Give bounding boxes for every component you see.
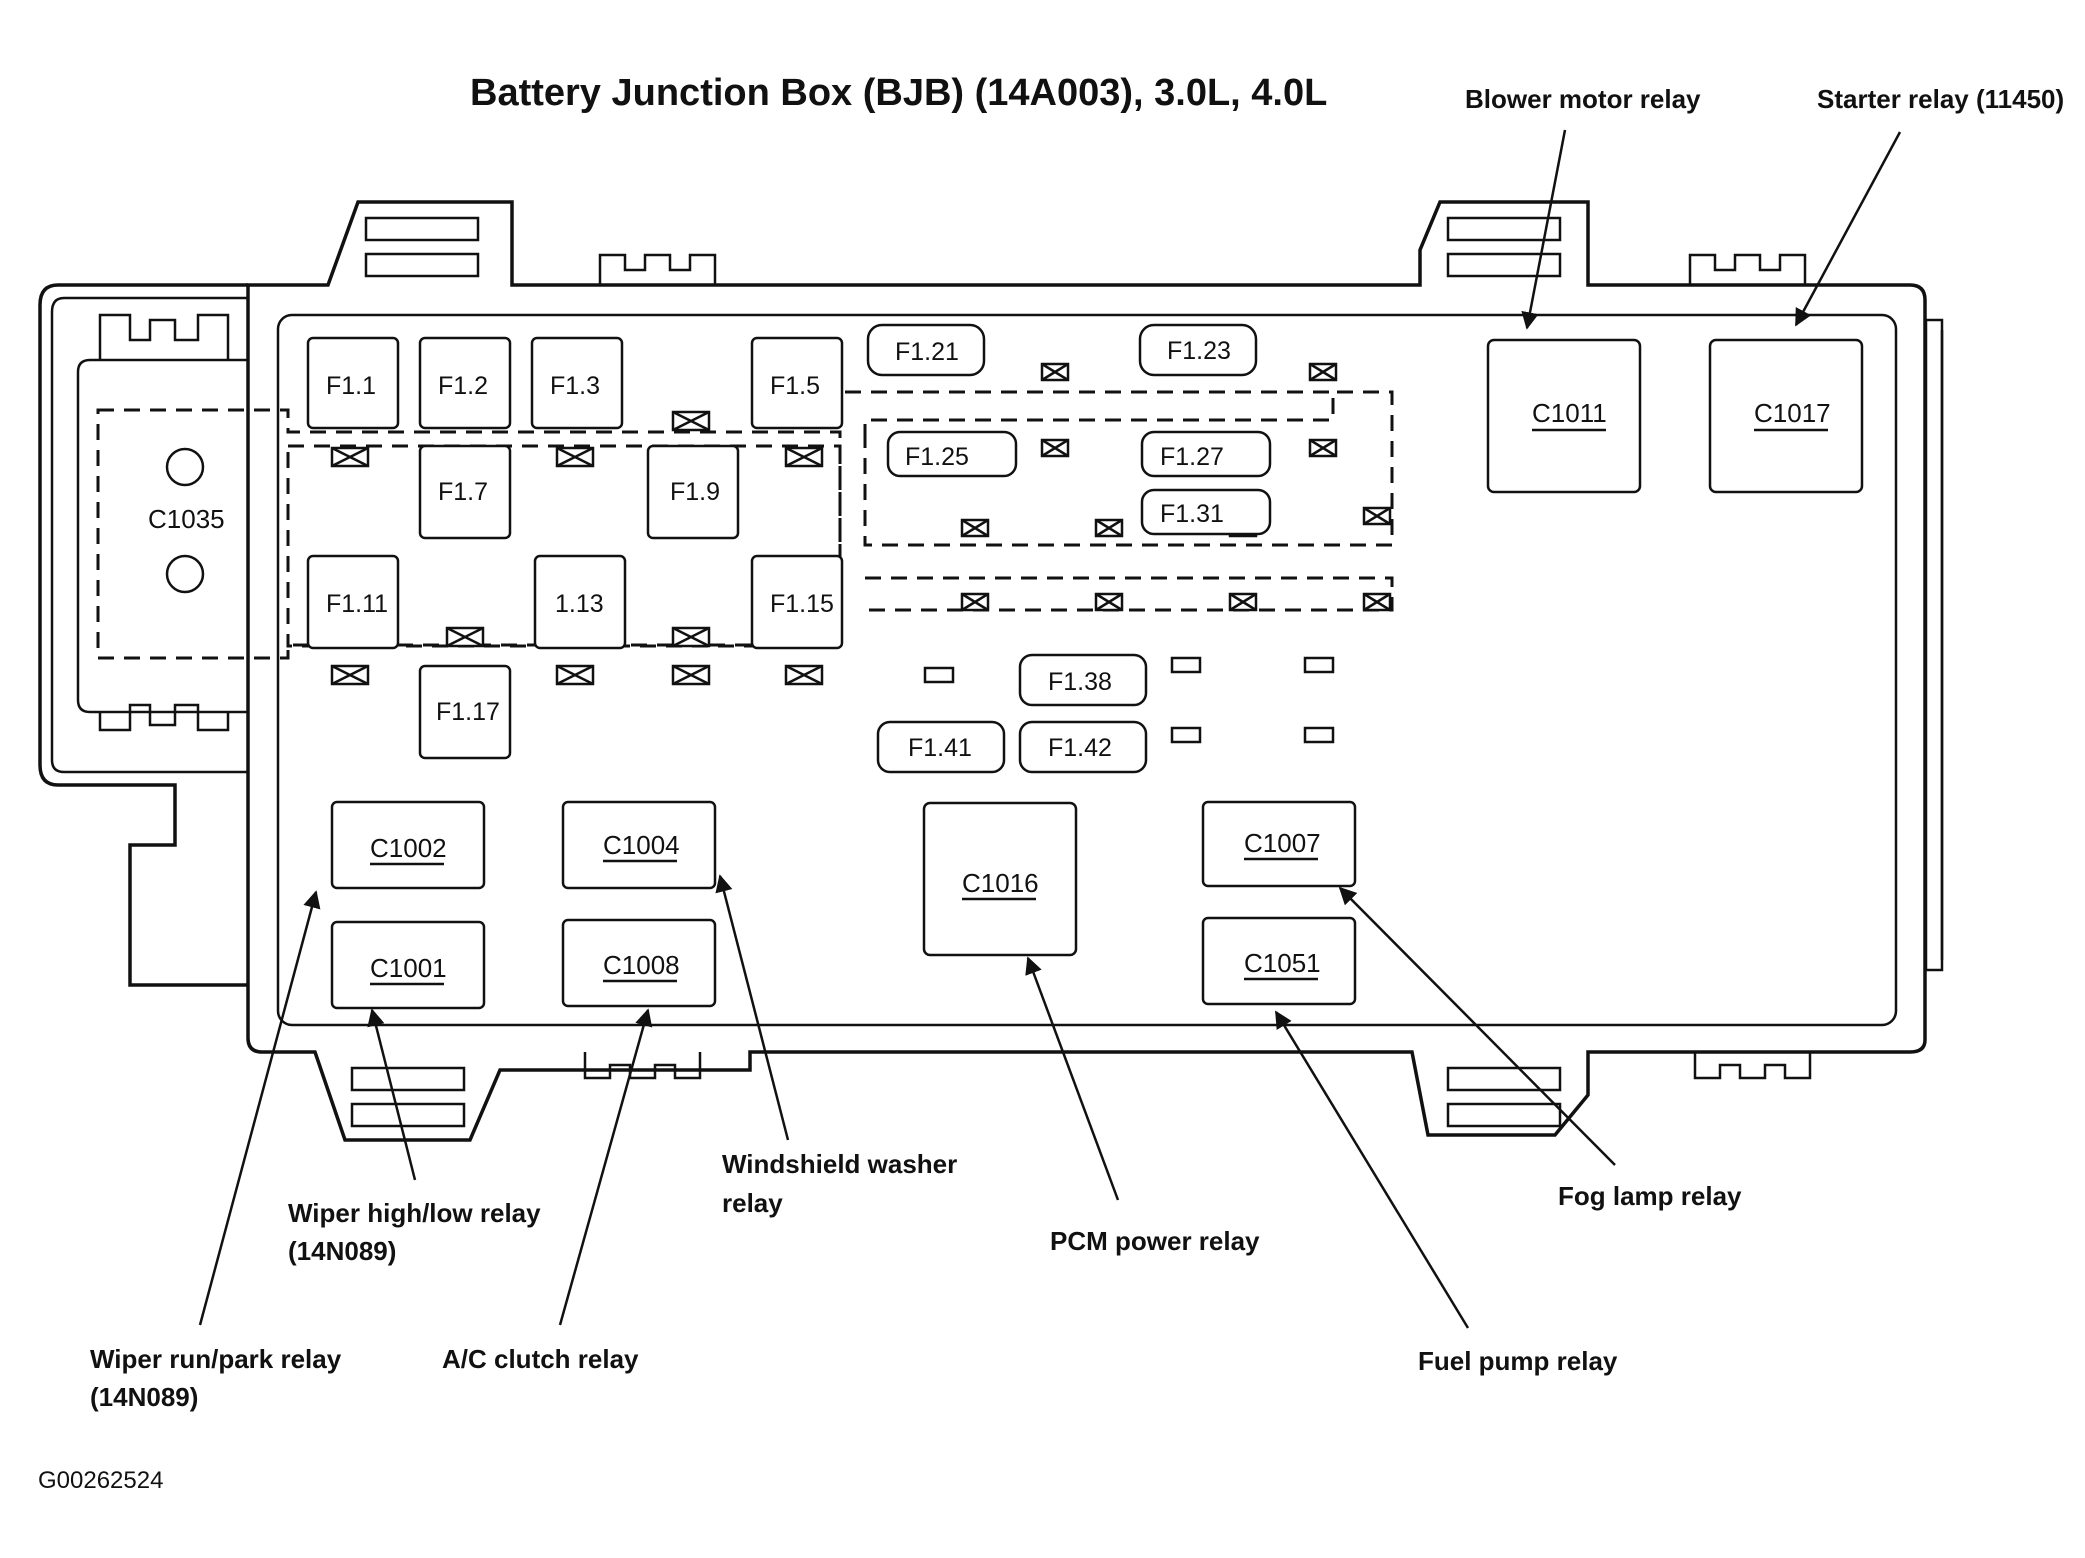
fuse-f1-27[interactable]: F1.27 xyxy=(1140,430,1272,478)
connector-c1011[interactable]: C1011 xyxy=(1486,338,1642,494)
diagram-title: Battery Junction Box (BJB) (14A003), 3.0… xyxy=(470,72,1327,114)
image-code: G00262524 xyxy=(38,1467,163,1494)
fuse-f1-23-label: F1.23 xyxy=(1167,337,1231,365)
terminal-markers xyxy=(330,362,1392,744)
callout-starter-relay: Starter relay (11450) xyxy=(1817,84,2064,114)
fuse-f1-21-label: F1.21 xyxy=(895,338,959,366)
connector-c1002[interactable]: C1002 xyxy=(330,800,486,890)
callout-wiper-run-park-relay: Wiper run/park relay xyxy=(90,1344,342,1374)
connector-c1017-label: C1017 xyxy=(1754,398,1831,428)
callout-wiper-high-low-relay-code: (14N089) xyxy=(288,1236,396,1266)
fuse-f1-41[interactable]: F1.41 xyxy=(876,720,1006,774)
fuse-f1-21[interactable]: F1.21 xyxy=(866,323,986,377)
fuse-f1-9[interactable]: F1.9 xyxy=(646,444,740,540)
fuse-f1-7[interactable]: F1.7 xyxy=(418,444,512,540)
fuse-f1-41-label: F1.41 xyxy=(908,734,972,762)
fuse-f1-38-label: F1.38 xyxy=(1048,668,1112,696)
connector-c1002-label: C1002 xyxy=(370,833,447,863)
connector-c1016-label: C1016 xyxy=(962,868,1039,898)
fuse-f1-5-label: F1.5 xyxy=(770,372,820,400)
fuse-f1-13[interactable]: 1.13 xyxy=(533,554,627,650)
connector-c1004[interactable]: C1004 xyxy=(561,800,717,890)
connector-c1008[interactable]: C1008 xyxy=(561,918,717,1008)
connector-c1007-label: C1007 xyxy=(1244,828,1321,858)
housing-outline xyxy=(38,200,1944,1142)
connector-c1004-label: C1004 xyxy=(603,830,680,860)
fuse-f1-15-label: F1.15 xyxy=(770,590,834,618)
connector-c1001-label: C1001 xyxy=(370,953,447,983)
fuse-f1-17-label: F1.17 xyxy=(436,698,500,726)
fuse-f1-25-label: F1.25 xyxy=(905,443,969,471)
callout-windshield-washer-relay: Windshield washer xyxy=(722,1149,957,1179)
fuse-f1-3[interactable]: F1.3 xyxy=(530,336,624,430)
callout-ac-clutch-relay: A/C clutch relay xyxy=(442,1344,639,1374)
fuse-f1-27-label: F1.27 xyxy=(1160,443,1224,471)
fuse-f1-25[interactable]: F1.25 xyxy=(886,430,1018,478)
fuse-f1-2-label: F1.2 xyxy=(438,372,488,400)
fuse-f1-42-label: F1.42 xyxy=(1048,734,1112,762)
callout-fuel-pump-relay: Fuel pump relay xyxy=(1418,1346,1618,1376)
fuse-f1-1[interactable]: F1.1 xyxy=(306,336,400,430)
fuse-f1-15[interactable]: F1.15 xyxy=(750,554,844,650)
fuse-f1-2[interactable]: F1.2 xyxy=(418,336,512,430)
connector-c1011-label: C1011 xyxy=(1532,398,1607,428)
callout-pcm-power-relay: PCM power relay xyxy=(1050,1226,1260,1256)
connector-c1035-label: C1035 xyxy=(148,504,225,534)
fuse-f1-9-label: F1.9 xyxy=(670,478,720,506)
fuse-f1-31-label: F1.31 xyxy=(1160,500,1224,528)
fuse-f1-17[interactable]: F1.17 xyxy=(418,664,512,760)
fuse-f1-1-label: F1.1 xyxy=(326,372,376,400)
connector-c1008-label: C1008 xyxy=(603,950,680,980)
fuse-f1-7-label: F1.7 xyxy=(438,478,488,506)
callout-wiper-high-low-relay: Wiper high/low relay xyxy=(288,1198,541,1228)
connector-c1051[interactable]: C1051 xyxy=(1201,916,1357,1006)
fuse-f1-5[interactable]: F1.5 xyxy=(750,336,844,430)
connector-c1007[interactable]: C1007 xyxy=(1201,800,1357,888)
callout-blower-motor-relay: Blower motor relay xyxy=(1465,84,1701,114)
fuse-f1-3-label: F1.3 xyxy=(550,372,600,400)
fuse-f1-13-label: 1.13 xyxy=(555,590,604,618)
callout-fog-lamp-relay: Fog lamp relay xyxy=(1558,1181,1742,1211)
connector-c1001[interactable]: C1001 xyxy=(330,920,486,1010)
leader-lines xyxy=(198,129,1902,1329)
fuse-f1-42[interactable]: F1.42 xyxy=(1018,720,1148,774)
connector-c1017[interactable]: C1017 xyxy=(1708,338,1864,494)
fuse-f1-31[interactable]: F1.31 xyxy=(1140,488,1272,536)
connector-c1035[interactable]: C1035 xyxy=(148,447,225,594)
fuse-f1-11[interactable]: F1.11 xyxy=(306,554,400,650)
connector-c1051-label: C1051 xyxy=(1244,948,1321,978)
callout-wiper-run-park-relay-code: (14N089) xyxy=(90,1382,198,1412)
connector-c1016[interactable]: C1016 xyxy=(922,801,1078,957)
fuse-f1-23[interactable]: F1.23 xyxy=(1138,323,1258,377)
callout-windshield-washer-relay-2: relay xyxy=(722,1188,783,1218)
fuse-f1-11-label: F1.11 xyxy=(326,590,388,618)
fuse-f1-38[interactable]: F1.38 xyxy=(1018,653,1148,707)
